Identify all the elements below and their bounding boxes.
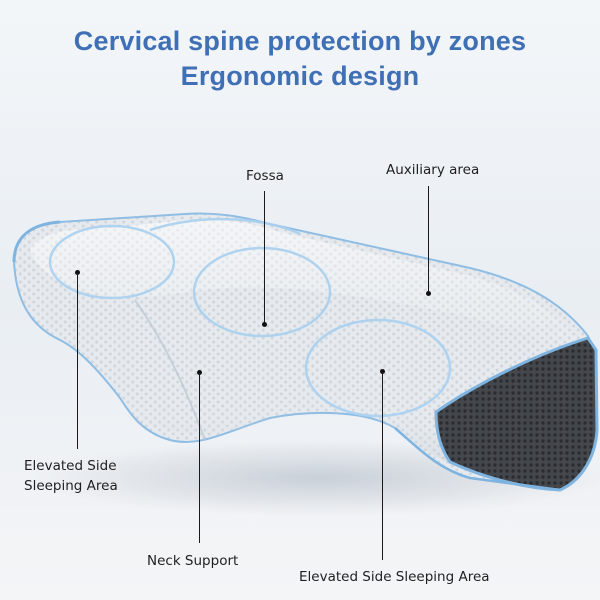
callout-fossa-label: Fossa <box>246 168 284 184</box>
pillow-piping <box>12 220 61 263</box>
pillow-mesh-end <box>434 336 599 492</box>
callout-elevated-left-line-1: Elevated Side <box>24 458 117 474</box>
pillow-front-shade <box>120 389 560 490</box>
pillow-top-surface <box>30 219 580 350</box>
zone-contours <box>48 217 452 418</box>
pillow-piping-bottom <box>394 427 561 492</box>
callout-elevated-left-dot <box>75 270 80 275</box>
callout-neck-line <box>199 373 200 543</box>
callout-elevated-right-line <box>382 372 383 560</box>
callout-elevated-right-label: Elevated Side Sleeping Area <box>299 569 490 585</box>
callout-fossa-dot <box>262 322 267 327</box>
headline-line-2: Ergonomic design <box>180 61 420 91</box>
callout-elevated-left-line <box>77 273 78 449</box>
callout-elevated-left-line-2: Sleeping Area <box>24 478 118 494</box>
callout-elevated-right-dot <box>380 369 385 374</box>
callout-elevated-left-label: Elevated Side Sleeping Area <box>24 456 118 496</box>
callout-neck-dot <box>197 370 202 375</box>
callout-fossa-line <box>264 191 265 324</box>
callout-neck-label: Neck Support <box>147 553 239 569</box>
callout-auxiliary-line <box>428 186 429 294</box>
headline-line-1: Cervical spine protection by zones <box>73 26 527 56</box>
callout-auxiliary-dot <box>426 291 431 296</box>
callout-auxiliary-label: Auxiliary area <box>386 162 480 178</box>
